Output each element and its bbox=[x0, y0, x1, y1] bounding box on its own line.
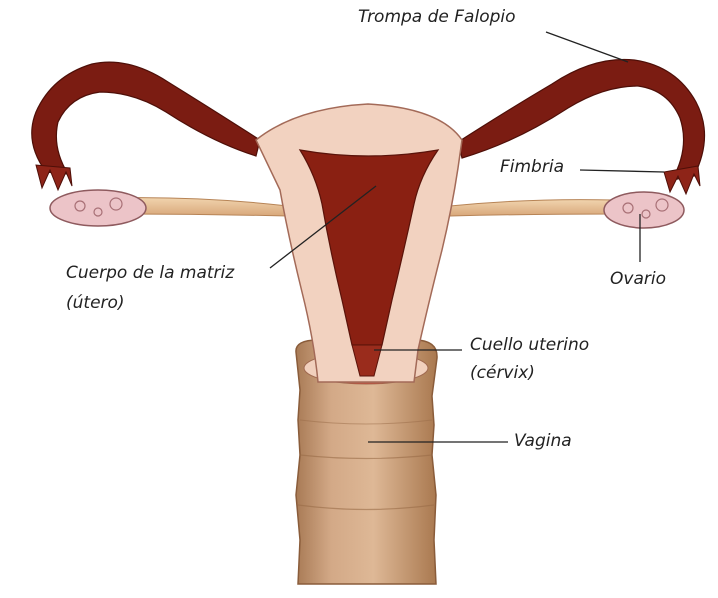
label-utero: (útero) bbox=[66, 292, 125, 314]
label-ovario: Ovario bbox=[610, 268, 666, 290]
label-cuerpo-de-la-matriz: Cuerpo de la matriz bbox=[66, 262, 234, 284]
label-fimbria: Fimbria bbox=[500, 156, 564, 178]
label-cervix: (cérvix) bbox=[470, 362, 535, 384]
fimbria-leader-line bbox=[580, 170, 664, 172]
label-cuello-uterino: Cuello uterino bbox=[470, 334, 589, 356]
label-vagina: Vagina bbox=[514, 430, 572, 452]
label-trompa-de-falopio: Trompa de Falopio bbox=[358, 6, 516, 28]
uterus-body bbox=[256, 104, 462, 382]
trompa-leader-line bbox=[546, 32, 628, 62]
